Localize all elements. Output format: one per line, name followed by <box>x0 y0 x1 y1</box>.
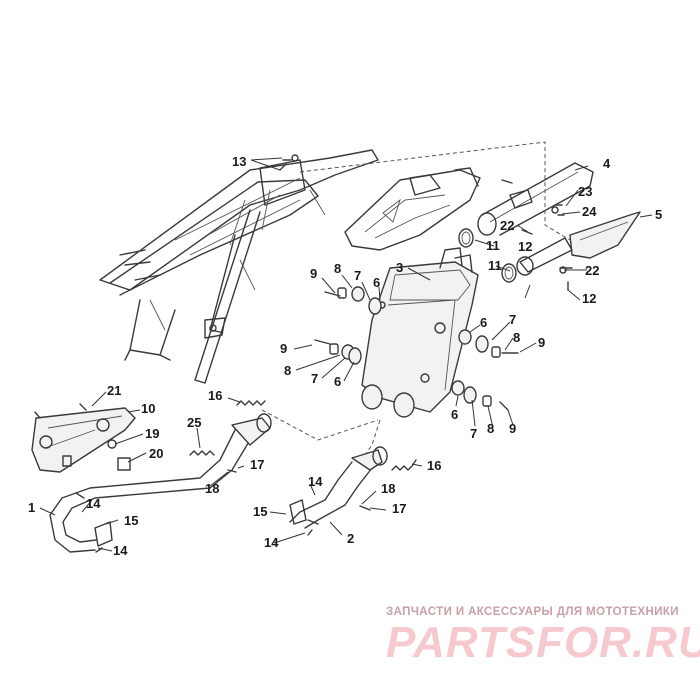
header-pipe-1 <box>49 413 272 553</box>
callout-23: 23 <box>578 184 592 199</box>
callout-7-ll: 7 <box>311 371 318 386</box>
callout-7-rl: 7 <box>470 426 477 441</box>
callout-14-a: 14 <box>86 496 101 511</box>
callout-6-ru: 6 <box>480 315 487 330</box>
callout-1: 1 <box>28 500 35 515</box>
callout-6-ll: 6 <box>334 374 341 389</box>
callout-8-ll: 8 <box>284 363 291 378</box>
mount-hardware-lower-left <box>314 339 362 365</box>
callout-14-b: 14 <box>113 543 128 558</box>
watermark-caption: ЗАПЧАСТИ И АКСЕССУАРЫ ДЛЯ МОТОТЕХНИКИ <box>386 606 679 618</box>
callout-18-right: 18 <box>381 481 395 496</box>
gasket-rings <box>458 228 517 283</box>
callout-9-ul: 9 <box>310 266 317 281</box>
callout-4: 4 <box>603 156 611 171</box>
callout-14-c: 14 <box>308 474 323 489</box>
callout-22-lower: 22 <box>585 263 599 278</box>
callout-8-ru: 8 <box>513 330 520 345</box>
callout-8-rl: 8 <box>487 421 494 436</box>
callout-9-rl: 9 <box>509 421 516 436</box>
callout-15-right: 15 <box>253 504 267 519</box>
mount-hardware-right-upper <box>458 329 519 358</box>
callout-16-left: 16 <box>208 388 222 403</box>
callout-16-right: 16 <box>427 458 441 473</box>
callout-15-left: 15 <box>124 513 138 528</box>
assembly-lines <box>261 141 571 463</box>
callout-21: 21 <box>107 383 121 398</box>
header-pipe-2 <box>289 446 388 529</box>
callout-7-ul: 7 <box>354 268 361 283</box>
callout-14-d: 14 <box>264 535 279 550</box>
callout-24: 24 <box>582 204 597 219</box>
callout-6-rl: 6 <box>451 407 458 422</box>
callout-18-left: 18 <box>205 481 219 496</box>
callout-12-lower: 12 <box>582 291 596 306</box>
callout-11-upper: 11 <box>486 238 500 253</box>
callout-22-upper: 22 <box>500 218 514 233</box>
muffler-tip <box>516 211 641 276</box>
mount-hardware-right-lower <box>451 380 509 411</box>
callout-7-ru: 7 <box>509 312 516 327</box>
callout-6-ul: 6 <box>373 275 380 290</box>
springs <box>189 400 417 471</box>
callout-2: 2 <box>347 531 354 546</box>
tail-pipe <box>477 162 594 236</box>
callout-19: 19 <box>145 426 159 441</box>
callout-3: 3 <box>396 260 403 275</box>
muffler-body <box>361 247 479 418</box>
callout-17-left: 17 <box>250 457 264 472</box>
callout-5: 5 <box>655 207 662 222</box>
rear-frame-left <box>99 149 379 384</box>
callout-9-ru: 9 <box>538 335 545 350</box>
leader-lines <box>39 157 653 552</box>
callout-numbers: 13 4 23 24 5 22 11 12 11 22 12 3 9 8 7 6… <box>28 154 662 558</box>
heat-shield <box>31 407 136 473</box>
callout-8-ul: 8 <box>334 261 341 276</box>
callout-11-lower: 11 <box>488 258 502 273</box>
callout-17-right: 17 <box>392 501 406 516</box>
tail-cowl <box>344 167 481 251</box>
watermark-logo: PARTSFOR.RU <box>386 618 700 667</box>
callout-13: 13 <box>232 154 246 169</box>
callout-10: 10 <box>141 401 155 416</box>
callout-25: 25 <box>187 415 201 430</box>
callout-20: 20 <box>149 446 163 461</box>
mount-hardware-upper-left <box>324 286 382 315</box>
callout-12-upper: 12 <box>518 239 532 254</box>
callout-9-ll: 9 <box>280 341 287 356</box>
